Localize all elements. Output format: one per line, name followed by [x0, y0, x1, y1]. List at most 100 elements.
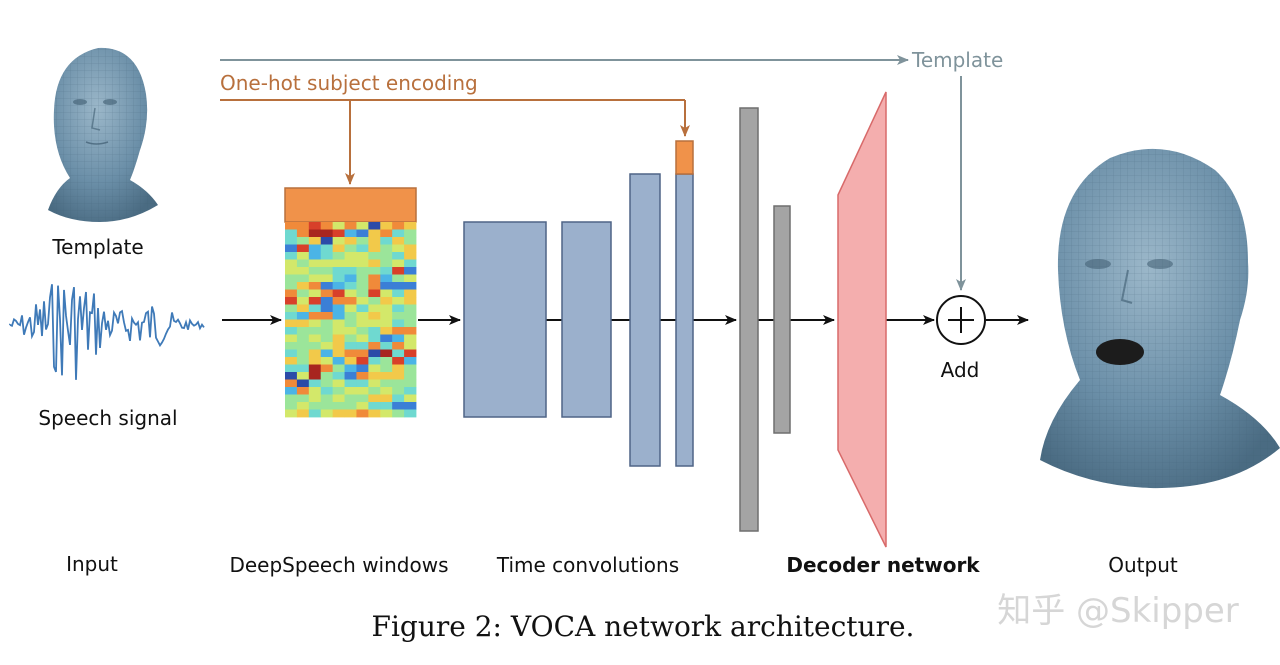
heatmap-cell [392, 342, 405, 350]
decoder-network [739, 91, 887, 548]
heatmap-cell [308, 334, 322, 343]
waveform-icon [9, 284, 205, 380]
heatmap-cell [404, 304, 417, 313]
heatmap-cell [356, 312, 369, 320]
heatmap-cell [296, 312, 310, 320]
heatmap-cell [380, 364, 393, 373]
heatmap-cell [296, 252, 310, 260]
heatmap-cell [344, 267, 357, 275]
conv-block-1 [463, 221, 547, 418]
heatmap-cell [320, 229, 334, 238]
heatmap-cell [368, 312, 381, 320]
heatmap-cell [368, 252, 381, 260]
heatmap-cell [296, 349, 310, 358]
heatmap-cell [308, 229, 322, 238]
heatmap-cell [320, 319, 334, 328]
heatmap-cell [344, 222, 357, 230]
heatmap-cell [392, 244, 405, 253]
heatmap-cell [392, 312, 405, 320]
heatmap-cell [308, 327, 322, 335]
heatmap-cell [356, 297, 369, 305]
heatmap-cell [285, 237, 298, 245]
heatmap-cell [285, 282, 298, 290]
heatmap-cell [320, 274, 334, 283]
heatmap-cell [285, 327, 298, 335]
heatmap-cell [344, 334, 357, 343]
heatmap-cell [285, 252, 298, 260]
heatmap-cell [296, 304, 310, 313]
stage-label-output: Output [1108, 553, 1178, 577]
heatmap-cell [296, 402, 310, 410]
heatmap-cell [296, 237, 310, 245]
heatmap-cell [404, 372, 417, 380]
heatmap-cell [392, 319, 405, 328]
heatmap-cell [344, 357, 357, 365]
heatmap-cell [356, 394, 369, 403]
heatmap-cell [332, 394, 345, 403]
heatmap-cell [320, 357, 334, 365]
heatmap-cell [308, 267, 322, 275]
heatmap-cell [344, 289, 357, 298]
heatmap-cell [332, 387, 345, 395]
heatmap-cell [332, 289, 345, 298]
template-input-label: Template [51, 235, 143, 259]
heatmap-cell [356, 229, 369, 238]
heatmap-cell [392, 327, 405, 335]
decoder-fc-layer-1 [739, 107, 759, 532]
heatmap-cell [392, 267, 405, 275]
heatmap-cell [296, 394, 310, 403]
heatmap-cell [296, 379, 310, 388]
heatmap-cell [404, 282, 417, 290]
heatmap-cell [296, 229, 310, 238]
heatmap-cell [404, 222, 417, 230]
template-head-icon [48, 47, 158, 222]
heatmap-cell [356, 244, 369, 253]
heatmap-cell [356, 349, 369, 358]
heatmap-cell [332, 342, 345, 350]
heatmap-cell [344, 402, 357, 410]
heatmap-cell [368, 402, 381, 410]
heatmap-cell [380, 297, 393, 305]
heatmap-cell [404, 244, 417, 253]
heatmap-cell [320, 304, 334, 313]
heatmap-cell [285, 402, 298, 410]
heatmap-cell [392, 409, 405, 418]
heatmap-cell [285, 349, 298, 358]
heatmap-cell [332, 349, 345, 358]
circled-plus-icon [936, 295, 986, 345]
heatmap-cell [380, 372, 393, 380]
heatmap-cell [285, 289, 298, 298]
heatmap-cell [332, 282, 345, 290]
heatmap-cell [344, 319, 357, 328]
heatmap-cell [404, 342, 417, 350]
heatmap-cell [308, 304, 322, 313]
heatmap-cell [392, 274, 405, 283]
heatmap-cell [296, 289, 310, 298]
heatmap-cell [285, 334, 298, 343]
stage-label-input: Input [66, 552, 118, 576]
heatmap-cell [392, 372, 405, 380]
heatmap-cell [380, 357, 393, 365]
heatmap-cell [380, 252, 393, 260]
heatmap-cell [320, 244, 334, 253]
heatmap-cell [344, 312, 357, 320]
heatmap-cell [320, 312, 334, 320]
heatmap-cell [380, 312, 393, 320]
heatmap-cell [368, 357, 381, 365]
heatmap-cell [380, 274, 393, 283]
heatmap-cell [320, 409, 334, 418]
heatmap-cell [332, 312, 345, 320]
heatmap-cell [332, 237, 345, 245]
heatmap-cell [344, 372, 357, 380]
heatmap-cell [380, 222, 393, 230]
heatmap-cell [296, 274, 310, 283]
heatmap-cell [404, 237, 417, 245]
decoder-fc-layer-2 [773, 205, 791, 434]
heatmap-cell [356, 304, 369, 313]
heatmap-cell [356, 274, 369, 283]
heatmap-cell [344, 252, 357, 260]
heatmap-cell [332, 222, 345, 230]
heatmap-cell [404, 394, 417, 403]
heatmap-cell [308, 289, 322, 298]
heatmap-cell [380, 394, 393, 403]
